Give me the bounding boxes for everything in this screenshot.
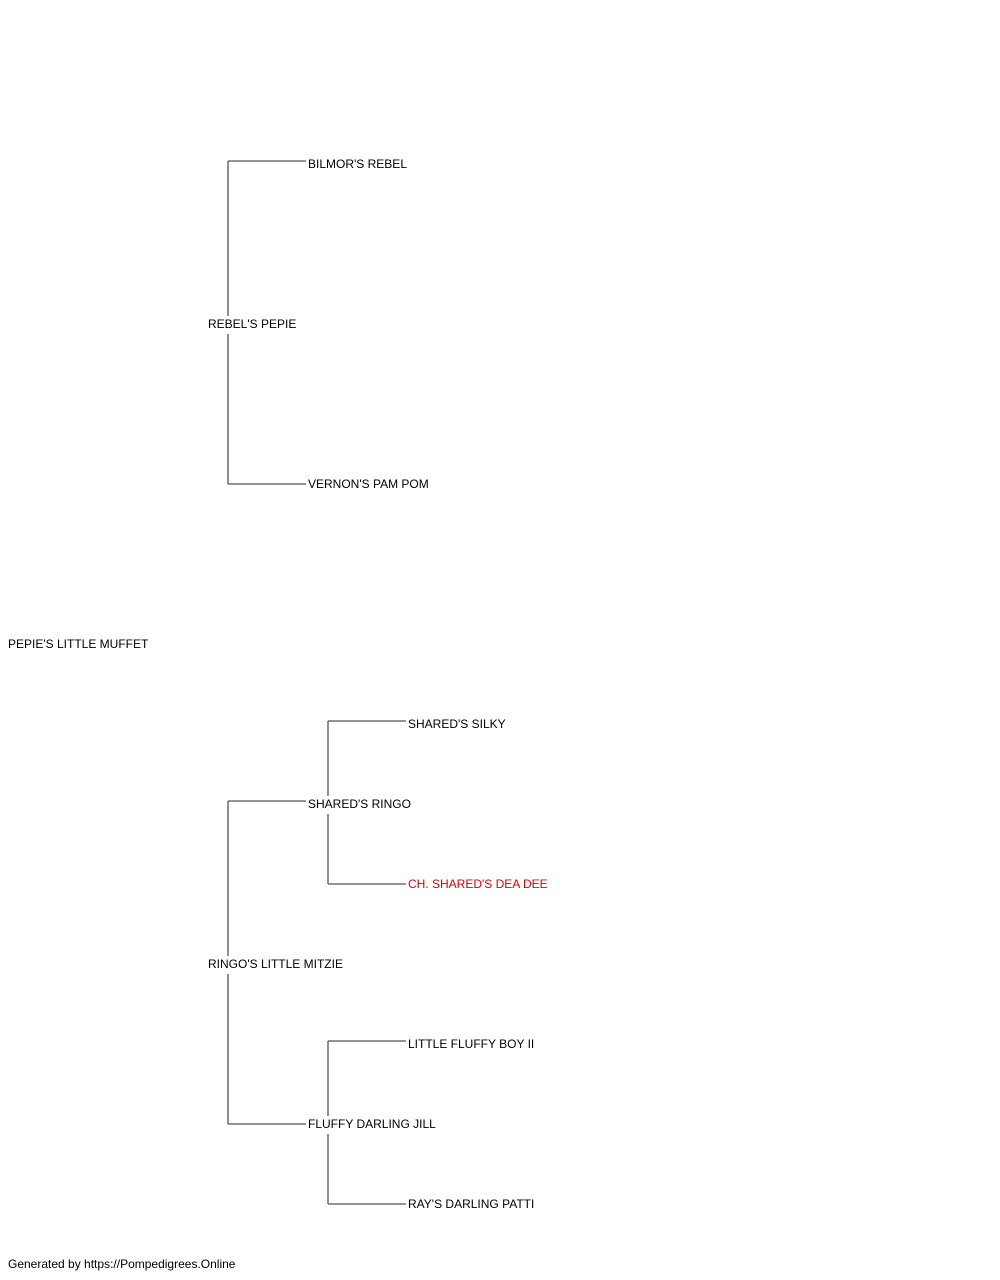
maternal-grandsire-name: SHARED'S RINGO: [308, 797, 411, 811]
generated-by-credit: Generated by https://Pompedigrees.Online: [8, 1257, 236, 1271]
sire-name: REBEL'S PEPIE: [208, 317, 297, 331]
great-grandsire-name: SHARED'S SILKY: [408, 717, 506, 731]
great-grandsire-name: LITTLE FLUFFY BOY II: [408, 1037, 535, 1051]
paternal-granddam-name: VERNON'S PAM POM: [308, 477, 429, 491]
great-granddam-name: RAY'S DARLING PATTI: [408, 1197, 535, 1211]
pedigree-subject: PEPIE'S LITTLE MUFFET: [8, 637, 149, 651]
dam-name: RINGO'S LITTLE MITZIE: [208, 957, 343, 971]
maternal-granddam-name: FLUFFY DARLING JILL: [308, 1117, 436, 1131]
paternal-grandsire-name: BILMOR'S REBEL: [308, 157, 407, 171]
champion-great-granddam-name: CH. SHARED'S DEA DEE: [408, 877, 548, 891]
